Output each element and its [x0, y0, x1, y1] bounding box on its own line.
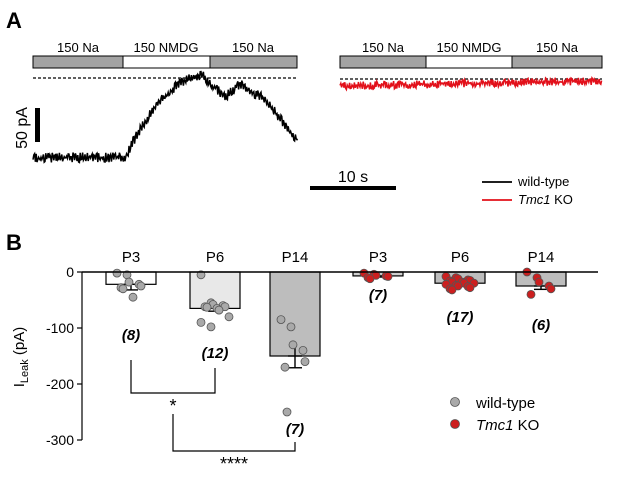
data-point: [546, 284, 556, 294]
panel-a-label: A: [6, 8, 22, 33]
data-point: [298, 345, 308, 355]
data-point: [196, 317, 206, 327]
n-label: (17): [447, 309, 474, 326]
data-point: [206, 322, 216, 332]
data-point: [276, 315, 286, 325]
category-label: P6: [451, 249, 469, 266]
solution-bar-wt: 150 Na 150 NMDG 150 Na: [32, 40, 298, 69]
na-segment-2-ko: [511, 55, 603, 69]
bar-chart: 0 -100 -200 -300 P3 (8) P6 (12) P14 (7) P3 (7) P6 (17…: [46, 249, 598, 474]
sig-label: ****: [220, 454, 248, 474]
trace-wild-type: [32, 70, 299, 164]
sig-bracket: [130, 360, 216, 394]
solution-bar-ko: 150 Na 150 NMDG 150 Na: [339, 40, 603, 69]
category-label: P14: [528, 249, 555, 266]
legend-a-ko-label: Tmc1 KO: [518, 192, 573, 207]
y-tick-label: -300: [46, 432, 74, 448]
current-scale-label: 50 pA: [14, 107, 31, 149]
data-point: [447, 285, 457, 295]
nmdg-segment: [122, 55, 211, 69]
data-point: [288, 340, 298, 350]
data-point: [300, 357, 310, 367]
sol-label-2: 150 NMDG: [133, 40, 198, 55]
n-label: (7): [286, 421, 304, 438]
data-point: [286, 322, 296, 332]
n-label: (7): [369, 287, 387, 304]
legend-b-ko-swatch: [450, 419, 460, 429]
sig-bracket: [172, 414, 296, 452]
sol-label-3: 150 Na: [232, 40, 275, 55]
nmdg-segment-ko: [425, 55, 513, 69]
legend-b-ko-label: Tmc1 KO: [476, 417, 539, 434]
n-label: (6): [532, 317, 550, 334]
category-label: P3: [369, 249, 387, 266]
current-scale-bar: [35, 108, 40, 142]
data-point: [112, 268, 122, 278]
data-point: [136, 281, 146, 291]
trace-tmc1-ko: [339, 76, 603, 92]
time-scale-label: 10 s: [338, 169, 368, 186]
legend-b-wt-swatch: [450, 397, 460, 407]
category-label: P3: [122, 249, 140, 266]
data-point: [214, 305, 224, 315]
na-segment-2: [209, 55, 298, 69]
y-tick-label: -100: [46, 320, 74, 336]
data-point: [526, 289, 536, 299]
n-label: (12): [202, 345, 229, 362]
data-point: [124, 277, 134, 287]
y-tick-label: 0: [66, 264, 74, 280]
legend-b-wt-label: wild-type: [475, 395, 535, 412]
data-point: [128, 292, 138, 302]
panel-b-label: B: [6, 230, 22, 255]
data-point: [365, 274, 375, 284]
data-point: [465, 283, 475, 293]
data-point: [196, 270, 206, 280]
data-point: [453, 281, 463, 291]
category-label: P14: [282, 249, 309, 266]
data-point: [282, 407, 292, 417]
sol-label-1: 150 Na: [57, 40, 100, 55]
data-point: [280, 362, 290, 372]
legend-a-wt-label: wild-type: [517, 174, 569, 189]
na-segment-1-ko: [339, 55, 427, 69]
sol-label-ko-3: 150 Na: [536, 40, 579, 55]
time-scale-bar: [310, 186, 396, 190]
data-point: [224, 312, 234, 322]
legend-b: wild-type Tmc1 KO: [450, 395, 539, 434]
y-tick-label: -200: [46, 376, 74, 392]
data-point: [202, 302, 212, 312]
data-point: [383, 272, 393, 281]
na-segment-1: [32, 55, 124, 69]
legend-a: wild-type Tmc1 KO: [482, 174, 573, 207]
n-label: (8): [122, 327, 140, 344]
category-label: P6: [206, 249, 224, 266]
data-point: [118, 284, 128, 294]
data-point: [534, 277, 544, 287]
sol-label-ko-1: 150 Na: [362, 40, 405, 55]
y-axis-label: ILeak (pA): [11, 327, 31, 388]
sig-label: *: [169, 396, 176, 416]
sol-label-ko-2: 150 NMDG: [436, 40, 501, 55]
